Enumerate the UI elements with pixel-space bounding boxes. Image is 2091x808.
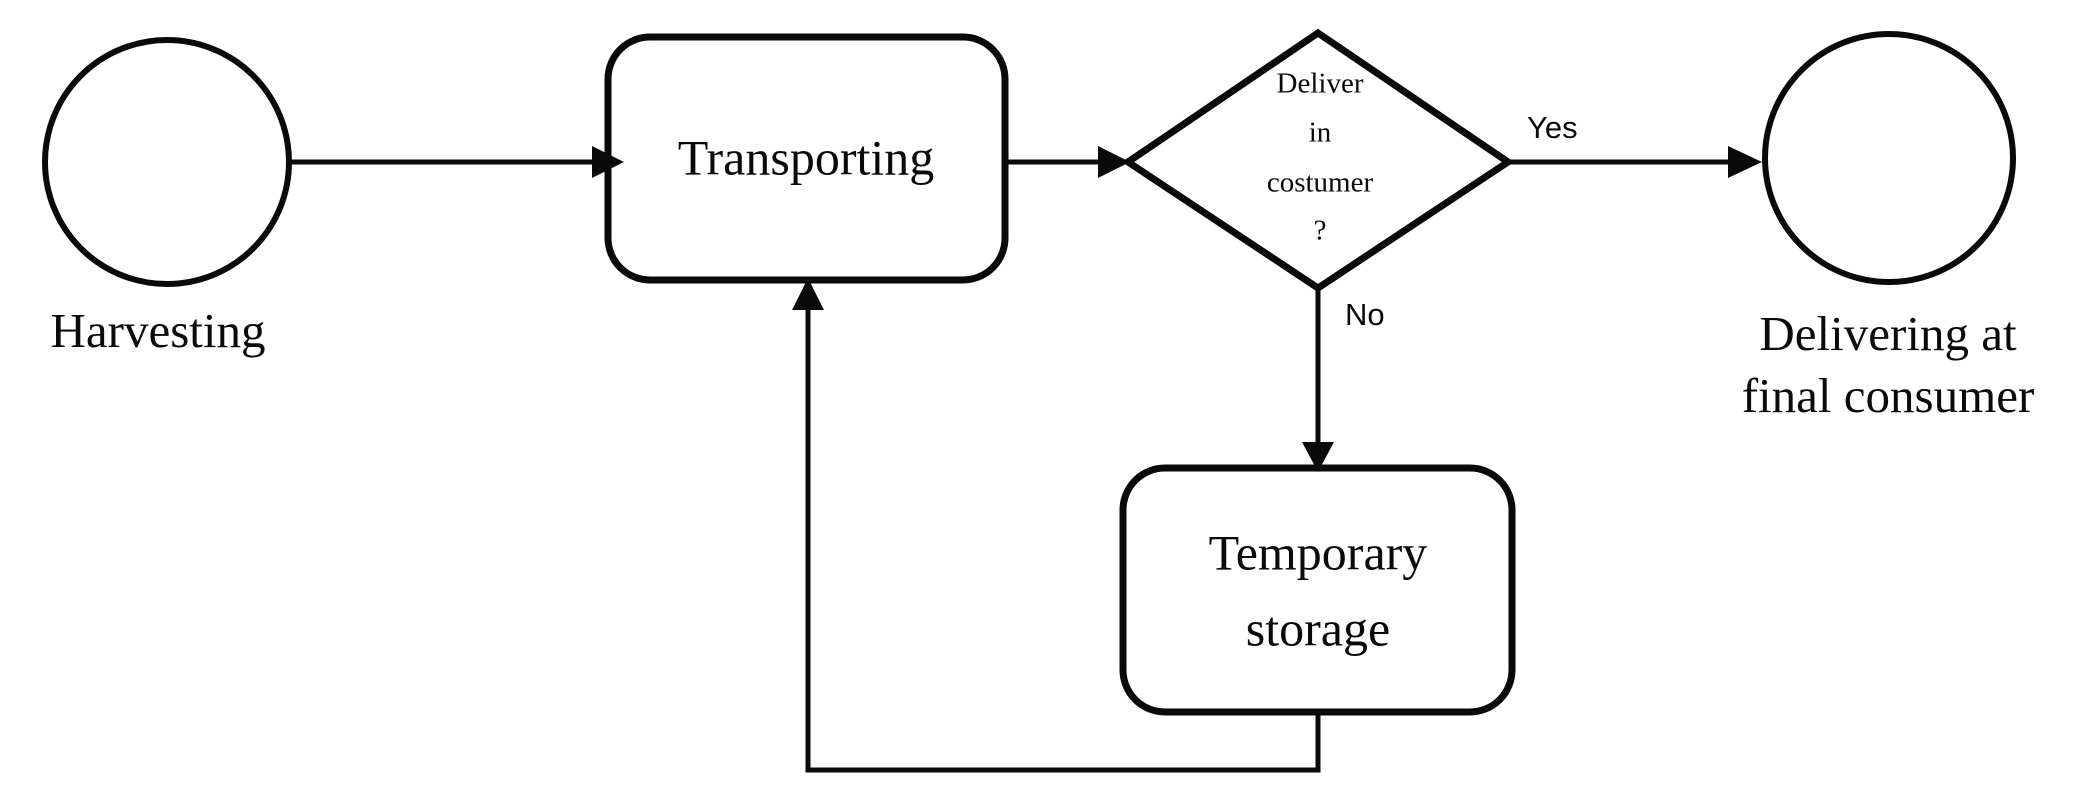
edge-harvesting-to-transporting — [290, 146, 624, 178]
node-temporary-storage-label-line2: storage — [1246, 600, 1390, 656]
node-temporary-storage-box[interactable] — [1119, 464, 1516, 716]
node-decision-label-line1: Deliver — [1277, 68, 1364, 100]
edge-label-no: No — [1345, 297, 1385, 332]
node-harvesting-label: Harvesting — [51, 303, 266, 358]
edge-decision-to-storage — [1302, 285, 1334, 472]
arrowhead-icon — [792, 278, 824, 310]
edge-transporting-to-decision — [1005, 146, 1130, 178]
arrowhead-icon — [1728, 146, 1762, 178]
edge-storage-to-transporting — [792, 278, 1321, 773]
node-decision-label-line2: in — [1309, 117, 1332, 149]
node-decision-diamond[interactable] — [1121, 28, 1515, 293]
node-delivering-label-line2: final consumer — [1742, 368, 2035, 423]
node-temporary-storage-label-line1: Temporary — [1209, 524, 1428, 580]
node-delivering-circle[interactable] — [1762, 31, 2016, 285]
node-delivering-label-line1: Delivering at — [1759, 306, 2017, 361]
edge-decision-to-delivering — [1508, 146, 1762, 178]
node-decision-label-line4: ? — [1314, 215, 1327, 247]
node-transporting-label: Transporting — [678, 129, 935, 185]
edge-label-yes: Yes — [1527, 110, 1578, 145]
arrowhead-icon — [1302, 442, 1334, 472]
node-transporting-box[interactable] — [604, 33, 1009, 284]
arrowhead-icon — [1098, 146, 1130, 178]
node-decision-label-line3: costumer — [1267, 167, 1374, 199]
node-harvesting-circle[interactable] — [42, 37, 292, 287]
